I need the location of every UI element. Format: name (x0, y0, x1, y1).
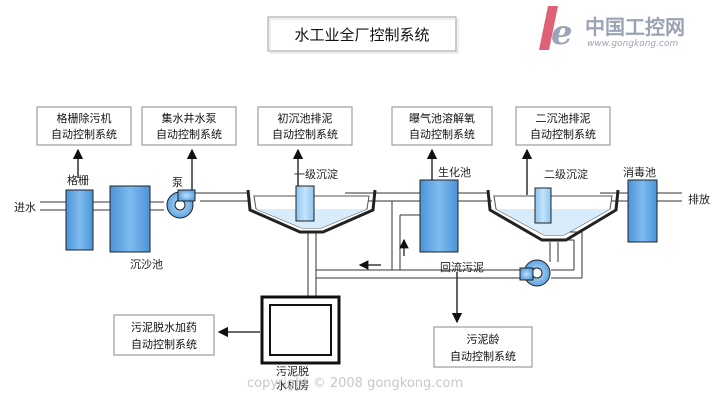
flow-arrows (358, 238, 409, 270)
logo-name: 中国工控网 (585, 15, 685, 39)
label-grille: 格栅 (67, 173, 89, 187)
label-dewater-room-2: 水机房 (276, 378, 309, 392)
svg-text:格栅除污机: 格栅除污机 (57, 111, 112, 125)
page-title: 水工业全厂控制系统 (294, 26, 429, 44)
label-pump: 泵 (172, 176, 183, 189)
label-disinfect: 消毒池 (623, 165, 656, 179)
control-box-grille: 格栅除污机 自动控制系统 (36, 106, 132, 146)
logo-icon (539, 6, 558, 50)
control-box-aeration: 曝气池溶解氧 自动控制系统 (391, 106, 493, 146)
copyright-watermark: copyright © 2008 gongkong.com (247, 376, 463, 391)
svg-text:自动控制系统: 自动控制系统 (530, 127, 596, 141)
svg-text:二沉池排泥: 二沉池排泥 (536, 111, 591, 125)
primary-clarifier (246, 185, 377, 234)
svg-text:自动控制系统: 自动控制系统 (450, 349, 516, 363)
logo: e 中国工控网 www.gongkong.com (539, 6, 685, 53)
label-bio: 生化池 (438, 165, 471, 179)
secondary-clarifier (486, 187, 620, 242)
dewatering-room (260, 295, 341, 365)
label-grit: 沉沙池 (130, 258, 163, 271)
label-return: 回流污泥 (440, 260, 484, 274)
svg-text:自动控制系统: 自动控制系统 (131, 337, 197, 351)
control-box-sludge-age: 污泥龄 自动控制系统 (433, 326, 533, 368)
svg-text:自动控制系统: 自动控制系统 (409, 127, 475, 141)
svg-text:集水井水泵: 集水井水泵 (162, 111, 217, 125)
svg-text:自动控制系统: 自动控制系统 (272, 127, 338, 141)
svg-text:自动控制系统: 自动控制系统 (156, 127, 222, 141)
bio-tank (419, 179, 459, 253)
label-inlet: 进水 (14, 201, 36, 214)
main-pipe (40, 192, 682, 211)
label-primary: 一级沉淀 (294, 167, 338, 181)
label-secondary: 二级沉淀 (544, 167, 588, 181)
control-box-secondary: 二沉池排泥 自动控制系统 (515, 106, 611, 146)
grit-chamber (109, 185, 151, 253)
label-outlet: 排放 (688, 192, 710, 206)
control-box-pump: 集水井水泵 自动控制系统 (141, 106, 237, 146)
control-box-primary: 初沉池排泥 自动控制系统 (257, 106, 353, 146)
control-box-dewater: 污泥脱水加药 自动控制系统 (113, 314, 215, 356)
grille-tank (65, 189, 94, 251)
svg-text:污泥脱水加药: 污泥脱水加药 (131, 320, 197, 334)
logo-mark: e (551, 13, 573, 53)
sludge-pipes (307, 201, 583, 300)
svg-text:污泥龄: 污泥龄 (467, 332, 500, 346)
svg-text:初沉池排泥: 初沉池排泥 (278, 111, 333, 125)
lift-pump (166, 189, 196, 219)
return-sludge-pump (519, 259, 551, 287)
title-box: 水工业全厂控制系统 (267, 16, 459, 54)
logo-url: www.gongkong.com (587, 39, 678, 49)
disinfection-tank (627, 179, 658, 243)
svg-text:曝气池溶解氧: 曝气池溶解氧 (409, 111, 475, 125)
label-dewater-room-1: 污泥脱 (276, 364, 309, 378)
svg-text:自动控制系统: 自动控制系统 (51, 127, 117, 141)
